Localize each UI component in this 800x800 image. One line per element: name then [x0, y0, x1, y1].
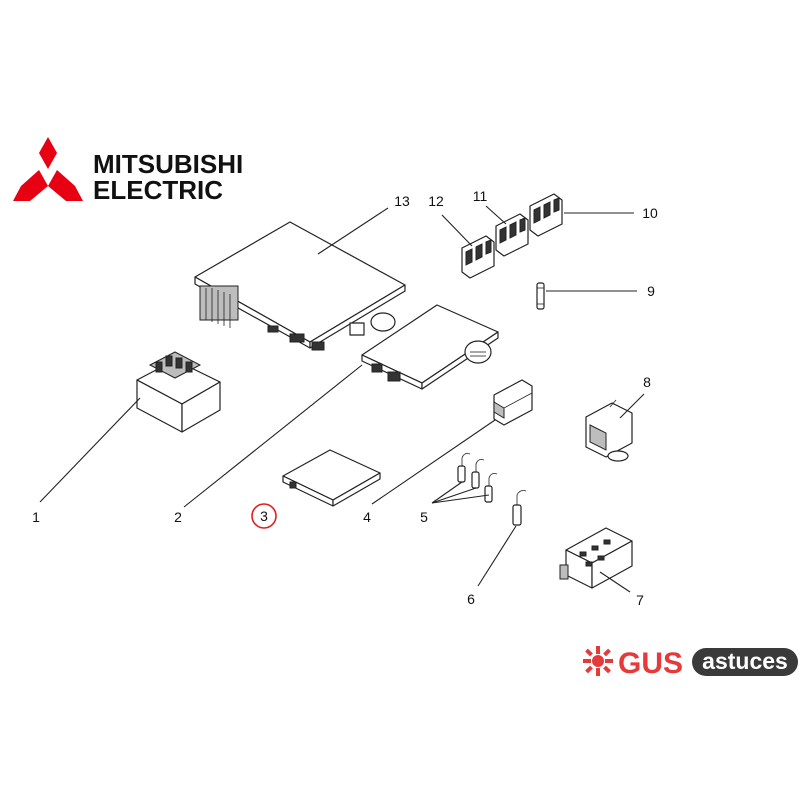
callout-4: 4 [363, 509, 371, 525]
part-6-thermistor [512, 490, 527, 526]
callout-5: 5 [420, 509, 428, 525]
callout-10: 10 [642, 205, 658, 221]
callout-9: 9 [647, 283, 655, 299]
callout-13: 13 [394, 193, 410, 209]
callout-8: 8 [643, 374, 651, 390]
leader-lines [39, 205, 645, 593]
mitsubishi-electric-logo: MITSUBISHI ELECTRIC [13, 137, 243, 205]
part-8-reactor [585, 399, 633, 462]
astuces-pill [692, 648, 798, 676]
brand-name-line1: MITSUBISHI [93, 149, 243, 179]
callout-labels: 13 12 11 10 9 8 1 2 3 4 5 6 7 [32, 188, 658, 608]
callout-6: 6 [467, 591, 475, 607]
gear-icon [583, 646, 613, 676]
part-1-transformer [136, 351, 221, 433]
astuces-word: astuces [702, 648, 788, 674]
callout-11: 11 [473, 188, 488, 204]
part-5-thermistors [457, 453, 498, 503]
part-2-board [361, 304, 499, 390]
callout-3-highlight-ring [251, 503, 277, 529]
part-3-small-board [282, 449, 381, 507]
callout-3: 3 [260, 508, 268, 524]
gus-astuces-logo: GUS astuces [583, 646, 798, 680]
part-4-sensor-housing [493, 379, 533, 426]
part-9-fuse [536, 282, 545, 310]
part-11-terminal-block [495, 213, 529, 257]
part-13-main-board [194, 221, 406, 351]
gus-word: GUS [618, 647, 683, 680]
part-10-terminal-block [529, 193, 563, 237]
callout-12: 12 [428, 193, 444, 209]
callout-7: 7 [636, 592, 644, 608]
callout-1: 1 [32, 509, 40, 525]
part-12-terminal-block [461, 235, 495, 279]
three-diamonds-icon [13, 137, 83, 201]
callout-2: 2 [174, 509, 182, 525]
part-7-receiver-module [559, 527, 633, 589]
brand-name-line2: ELECTRIC [93, 175, 223, 205]
